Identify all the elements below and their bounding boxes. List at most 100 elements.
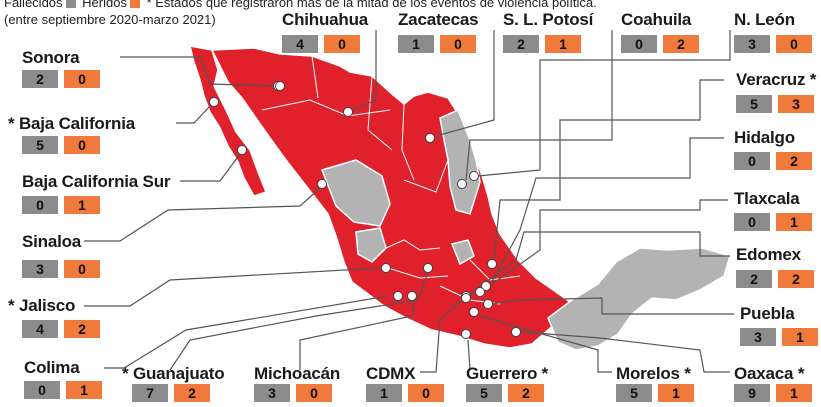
region-southeast bbox=[547, 247, 731, 351]
legend-injured-swatch bbox=[129, 0, 140, 8]
location-dot-guanajuato bbox=[423, 263, 433, 273]
location-dot-tlaxcala bbox=[475, 287, 485, 297]
deaths-count-morelos: 5 bbox=[616, 384, 652, 402]
deaths-count-s-l-potos: 2 bbox=[503, 35, 539, 53]
state-name-guanajuato: * Guanajuato bbox=[122, 364, 225, 383]
leader-line-puebla bbox=[491, 297, 734, 315]
location-dot-coahuila bbox=[457, 179, 467, 189]
state-name-baja-california: * Baja California bbox=[8, 114, 135, 133]
state-name-jalisco: * Jalisco bbox=[8, 296, 76, 315]
injured-count-tlaxcala: 1 bbox=[776, 213, 812, 231]
location-dot-michoac-n bbox=[407, 291, 417, 301]
state-name-chihuahua: Chihuahua bbox=[282, 10, 369, 29]
legend-line: Fallecidos Heridos * Estados que registr… bbox=[4, 0, 597, 10]
location-dot-hidalgo bbox=[481, 281, 491, 291]
state-name-veracruz: Veracruz * bbox=[736, 70, 817, 89]
location-dot-sonora bbox=[275, 81, 285, 91]
deaths-count-coahuila: 0 bbox=[621, 35, 657, 53]
leader-line-jalisco bbox=[84, 267, 381, 307]
location-dot-s-l-potos bbox=[425, 133, 435, 143]
leader-line-oaxaca bbox=[521, 331, 730, 373]
state-name-michoac-n: Michoacán bbox=[254, 364, 341, 383]
leader-line-edomex bbox=[469, 231, 730, 295]
injured-count-guanajuato: 2 bbox=[174, 384, 210, 402]
location-dot-jalisco bbox=[381, 263, 391, 273]
state-borders bbox=[261, 55, 521, 305]
state-name-sinaloa: Sinaloa bbox=[22, 232, 82, 251]
deaths-count-n-le-n: 3 bbox=[734, 35, 770, 53]
injured-count-cdmx: 0 bbox=[408, 384, 444, 402]
leader-line-michoac-n bbox=[299, 299, 415, 370]
injured-count-coahuila: 2 bbox=[663, 35, 699, 53]
state-name-n-le-n: N. León bbox=[734, 10, 795, 29]
deaths-count-baja-california: 5 bbox=[22, 136, 58, 154]
deaths-count-edomex: 2 bbox=[736, 270, 772, 288]
deaths-count-baja-california-sur: 0 bbox=[22, 196, 58, 214]
state-name-edomex: Edomex bbox=[736, 245, 801, 264]
location-dot-puebla bbox=[483, 299, 493, 309]
deaths-count-veracruz: 5 bbox=[736, 95, 772, 113]
region-queretaro bbox=[450, 239, 475, 266]
deaths-count-hidalgo: 0 bbox=[734, 152, 770, 170]
deaths-count-chihuahua: 4 bbox=[282, 35, 318, 53]
location-dot-guerrero bbox=[461, 329, 471, 339]
deaths-count-guerrero: 5 bbox=[466, 384, 502, 402]
injured-count-sinaloa: 0 bbox=[64, 260, 100, 278]
injured-count-morelos: 1 bbox=[658, 384, 694, 402]
legend-deaths-label: Fallecidos bbox=[4, 0, 63, 10]
region-baja-california bbox=[188, 45, 267, 197]
leader-line-guerrero bbox=[467, 339, 471, 371]
date-range: (entre septiembre 2020-marzo 2021) bbox=[4, 12, 216, 27]
location-dot-baja-california-sur bbox=[237, 145, 247, 155]
leader-line-colima bbox=[104, 295, 389, 369]
legend-note: * Estados que registraron más de la mita… bbox=[146, 0, 597, 10]
leader-line-zacatecas bbox=[351, 30, 377, 111]
state-name-morelos: Morelos * bbox=[616, 364, 691, 383]
region-tamaulipas bbox=[439, 108, 481, 215]
deaths-count-sinaloa: 3 bbox=[22, 260, 58, 278]
location-dot-colima bbox=[393, 291, 403, 301]
injured-count-veracruz: 3 bbox=[778, 95, 814, 113]
deaths-count-zacatecas: 1 bbox=[398, 35, 434, 53]
leader-line-tlaxcala bbox=[483, 199, 728, 291]
deaths-count-sonora: 2 bbox=[22, 70, 58, 88]
injured-count-jalisco: 2 bbox=[64, 320, 100, 338]
injured-count-zacatecas: 0 bbox=[440, 35, 476, 53]
state-name-sonora: Sonora bbox=[22, 48, 80, 67]
state-name-hidalgo: Hidalgo bbox=[734, 128, 795, 147]
location-dot-cdmx bbox=[461, 293, 471, 303]
state-name-tlaxcala: Tlaxcala bbox=[734, 189, 800, 208]
deaths-count-colima: 0 bbox=[24, 381, 60, 399]
deaths-count-michoac-n: 3 bbox=[254, 384, 290, 402]
leader-line-coahuila bbox=[465, 30, 613, 181]
leader-line-hidalgo bbox=[491, 137, 724, 283]
leader-line-s-l-potos bbox=[435, 30, 495, 137]
leader-line-sonora bbox=[120, 56, 277, 87]
state-name-guerrero: Guerrero * bbox=[466, 364, 549, 383]
injured-count-michoac-n: 0 bbox=[296, 384, 332, 402]
location-dot-n-le-n bbox=[469, 171, 479, 181]
injured-count-puebla: 1 bbox=[782, 328, 818, 346]
state-name-baja-california-sur: Baja California Sur bbox=[22, 172, 171, 191]
region-durango bbox=[321, 159, 391, 227]
legend-injured-label: Heridos bbox=[82, 0, 127, 10]
injured-count-n-le-n: 0 bbox=[776, 35, 812, 53]
state-name-zacatecas: Zacatecas bbox=[398, 10, 479, 29]
injured-count-s-l-potos: 1 bbox=[545, 35, 581, 53]
deaths-count-tlaxcala: 0 bbox=[734, 213, 770, 231]
injured-count-oaxaca: 1 bbox=[776, 384, 812, 402]
state-name-s-l-potos: S. L. Potosí bbox=[503, 10, 594, 29]
state-name-puebla: Puebla bbox=[740, 304, 795, 323]
location-dot-morelos bbox=[469, 307, 479, 317]
deaths-count-jalisco: 4 bbox=[22, 320, 58, 338]
leader-line-veracruz bbox=[493, 79, 724, 261]
deaths-count-oaxaca: 9 bbox=[734, 384, 770, 402]
injured-count-baja-california-sur: 1 bbox=[64, 196, 100, 214]
injured-count-edomex: 2 bbox=[778, 270, 814, 288]
state-name-coahuila: Coahuila bbox=[621, 10, 692, 29]
state-name-cdmx: CDMX bbox=[366, 364, 416, 383]
injured-count-guerrero: 2 bbox=[508, 384, 544, 402]
location-dot-sinaloa bbox=[317, 179, 327, 189]
